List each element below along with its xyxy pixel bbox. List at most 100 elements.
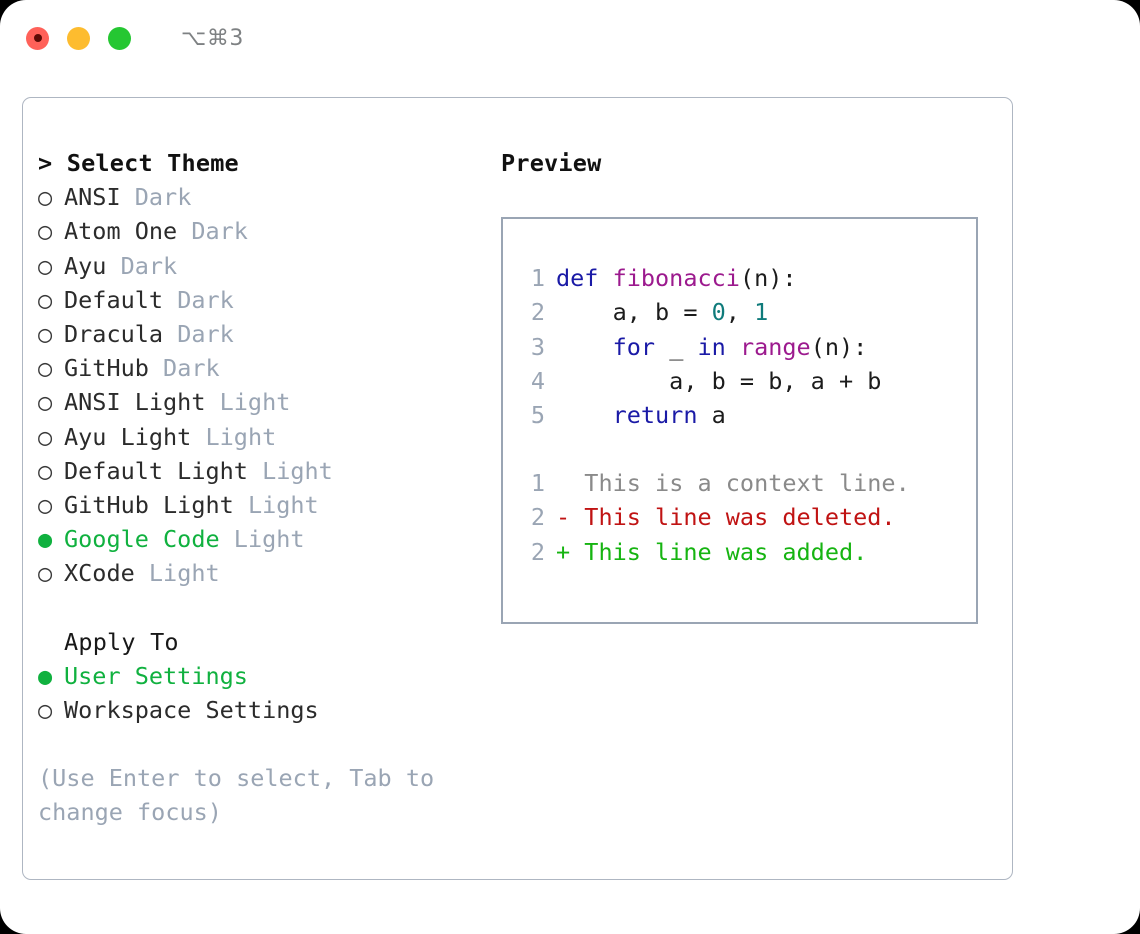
code-token-kw: in bbox=[697, 332, 726, 361]
radio-unselected-icon[interactable]: ○ bbox=[38, 456, 53, 485]
code-token-plain bbox=[556, 401, 613, 429]
code-token-plain: _ bbox=[655, 332, 698, 361]
select-theme-heading-label: Select Theme bbox=[66, 149, 239, 177]
diff-line-number: 2 bbox=[530, 503, 545, 532]
diff-line-number: 1 bbox=[530, 469, 545, 498]
theme-list-item[interactable]: ○ Ayu Dark bbox=[38, 249, 498, 283]
code-token-plain: a bbox=[697, 401, 726, 430]
theme-list-item[interactable]: ○XCode Light bbox=[38, 556, 498, 590]
radio-unselected-icon[interactable]: ○ bbox=[38, 354, 53, 383]
code-token-punc: (n): bbox=[739, 264, 797, 293]
code-token-kw: for bbox=[612, 332, 656, 361]
radio-unselected-icon[interactable]: ○ bbox=[38, 217, 53, 246]
radio-selected-icon[interactable]: ● bbox=[38, 525, 53, 554]
diff-line: 2- This line was deleted. bbox=[503, 500, 976, 534]
theme-name: Google Code bbox=[64, 525, 220, 554]
theme-gap bbox=[220, 525, 234, 553]
theme-gap bbox=[205, 388, 219, 416]
diff-text: This is a context line. bbox=[570, 469, 910, 498]
theme-gap bbox=[177, 217, 191, 245]
theme-name: Ayu bbox=[64, 251, 107, 280]
shortcut-label: ⌥⌘3 bbox=[181, 25, 244, 51]
theme-list-item[interactable]: ○Default Light Light bbox=[38, 454, 498, 488]
code-token-kw: def bbox=[556, 264, 613, 293]
preview-title: Preview bbox=[501, 149, 602, 177]
code-line: 1 def fibonacci(n): bbox=[503, 261, 976, 295]
diff-line: 1 This is a context line. bbox=[503, 466, 976, 500]
theme-gap bbox=[135, 559, 149, 587]
radio-selected-icon[interactable]: ● bbox=[38, 661, 53, 690]
theme-name: Ayu Light bbox=[64, 422, 192, 451]
theme-gap bbox=[106, 252, 120, 280]
theme-gap bbox=[248, 457, 262, 485]
code-token-plain: a, b = bbox=[556, 298, 712, 327]
code-diff-spacer bbox=[503, 432, 976, 466]
theme-gap bbox=[121, 183, 135, 211]
theme-list-item[interactable]: ○ ANSI Light Light bbox=[38, 385, 498, 419]
radio-unselected-icon[interactable]: ○ bbox=[38, 696, 53, 725]
theme-list-item[interactable]: ○Atom One Dark bbox=[38, 214, 498, 248]
radio-unselected-icon[interactable]: ○ bbox=[38, 183, 53, 212]
theme-kind-badge: Dark bbox=[177, 320, 234, 349]
theme-name: ANSI Light bbox=[64, 388, 206, 417]
radio-unselected-icon[interactable]: ○ bbox=[38, 559, 53, 588]
radio-unselected-icon[interactable]: ○ bbox=[38, 388, 53, 417]
diff-text: This line was deleted. bbox=[570, 503, 896, 532]
radio-unselected-icon[interactable]: ○ bbox=[38, 491, 53, 520]
theme-gap bbox=[163, 286, 177, 314]
select-theme-heading: > Select Theme bbox=[38, 146, 498, 180]
minimize-button[interactable] bbox=[67, 26, 90, 50]
radio-unselected-icon[interactable]: ○ bbox=[38, 320, 53, 349]
close-button[interactable] bbox=[26, 26, 49, 50]
theme-kind-badge: Light bbox=[233, 525, 305, 554]
diff-line: 2+ This line was added. bbox=[503, 535, 976, 569]
code-token-fn: fibonacci bbox=[612, 264, 740, 293]
code-line-number: 1 bbox=[530, 264, 545, 293]
code-line: 5 return a bbox=[503, 398, 976, 432]
diff-marker: - bbox=[556, 503, 571, 532]
theme-list-item[interactable]: ○ Ayu Light Light bbox=[38, 420, 498, 454]
code-token-plain bbox=[556, 333, 613, 361]
code-line-number: 4 bbox=[530, 366, 545, 395]
theme-kind-badge: Dark bbox=[134, 183, 192, 212]
apply-to-list: ●User Settings○Workspace Settings bbox=[38, 659, 498, 727]
apply-to-option[interactable]: ○Workspace Settings bbox=[38, 693, 498, 727]
radio-unselected-icon[interactable]: ○ bbox=[38, 285, 53, 314]
radio-unselected-icon[interactable]: ○ bbox=[38, 422, 53, 451]
theme-list-item[interactable]: ○ANSI Dark bbox=[38, 180, 498, 214]
code-token-plain bbox=[726, 333, 740, 361]
apply-to-option[interactable]: ●User Settings bbox=[38, 659, 498, 693]
theme-kind-badge: Dark bbox=[163, 354, 220, 383]
keyboard-hint: (Use Enter to select, Tab to change focu… bbox=[38, 764, 449, 827]
code-token-punc: (n): bbox=[810, 332, 868, 361]
theme-list-item[interactable]: ● Google Code Light bbox=[38, 522, 498, 556]
diff-marker: + bbox=[556, 537, 571, 566]
window-controls bbox=[26, 26, 131, 50]
code-token-kw: return bbox=[612, 401, 698, 430]
diff-marker bbox=[556, 469, 570, 497]
theme-selector-column: > Select Theme ○ANSI Dark○Atom One Dark○… bbox=[38, 146, 498, 830]
theme-gap bbox=[234, 491, 248, 519]
theme-name: GitHub Light bbox=[64, 491, 234, 520]
theme-kind-badge: Light bbox=[205, 422, 277, 451]
code-token-plain: a, b = b, a + b bbox=[556, 366, 882, 395]
theme-kind-badge: Light bbox=[219, 388, 291, 417]
code-token-num: 0 bbox=[711, 298, 726, 327]
main-panel: > Select Theme ○ANSI Dark○Atom One Dark○… bbox=[22, 97, 1013, 880]
theme-name: Default Light bbox=[64, 456, 248, 485]
prompt-caret-icon: > bbox=[38, 149, 53, 177]
theme-list-item[interactable]: ○GitHub Dark bbox=[38, 351, 498, 385]
maximize-button[interactable] bbox=[108, 26, 131, 50]
theme-kind-badge: Light bbox=[247, 491, 319, 520]
radio-unselected-icon[interactable]: ○ bbox=[38, 251, 53, 280]
theme-kind-badge: Dark bbox=[120, 251, 178, 280]
code-line: 3 for _ in range(n): bbox=[503, 330, 976, 364]
theme-list-item[interactable]: ○ Dracula Dark bbox=[38, 317, 498, 351]
theme-name: Dracula bbox=[64, 320, 164, 349]
theme-list-item[interactable]: ○Default Dark bbox=[38, 283, 498, 317]
theme-list-item[interactable]: ○ GitHub Light Light bbox=[38, 488, 498, 522]
